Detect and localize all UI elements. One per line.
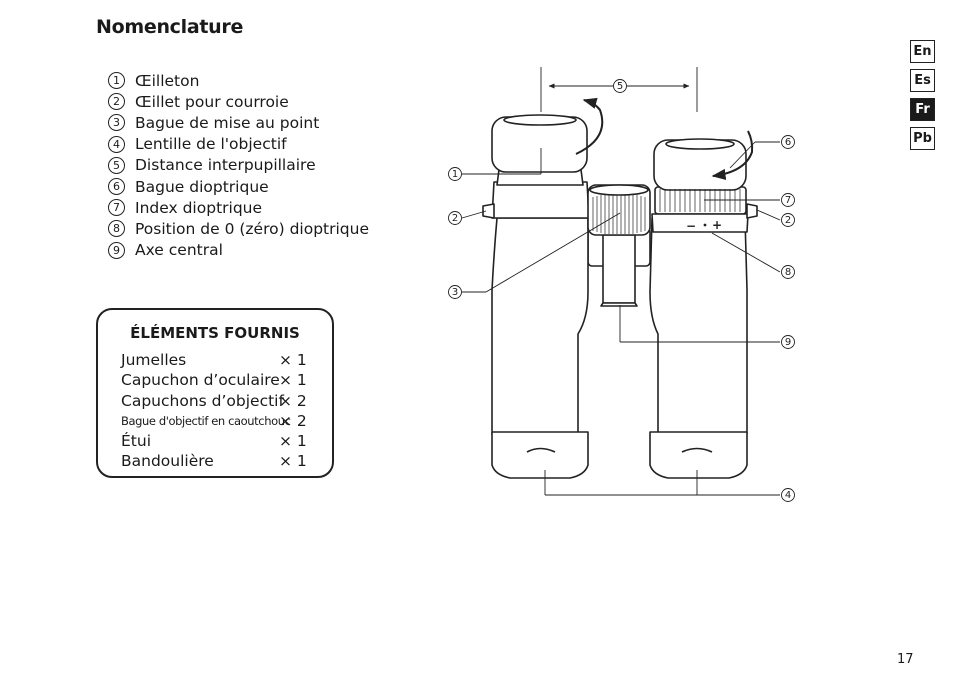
part-item-eyecup: 1 Œilleton bbox=[108, 70, 369, 91]
diopter-collar bbox=[651, 213, 749, 233]
central-hinge bbox=[602, 234, 636, 304]
hinge-lower bbox=[600, 302, 638, 307]
svg-text:1: 1 bbox=[452, 169, 458, 180]
svg-text:5: 5 bbox=[617, 81, 623, 92]
supplied-item: Bandoulière × 1 bbox=[121, 451, 311, 471]
callout-2-left: 2 bbox=[448, 211, 462, 225]
callout-2-right: 2 bbox=[781, 213, 795, 227]
svg-text:9: 9 bbox=[785, 337, 791, 348]
part-label: Distance interpupillaire bbox=[135, 156, 316, 175]
supplied-item-name: Bague d'objectif en caoutchouc bbox=[121, 413, 291, 428]
part-label: Bague de mise au point bbox=[135, 113, 320, 132]
supplied-item-name: Bandoulière bbox=[121, 452, 214, 471]
callout-3: 3 bbox=[448, 285, 462, 299]
diopter-zero-dot bbox=[703, 223, 707, 227]
part-item-diopter-ring: 6 Bague dioptrique bbox=[108, 176, 369, 197]
right-eyecup-lens bbox=[665, 138, 735, 150]
part-item-central-axis: 9 Axe central bbox=[108, 240, 369, 261]
page-title: Nomenclature bbox=[96, 16, 244, 38]
part-label: Œilleton bbox=[135, 71, 200, 90]
part-number: 3 bbox=[108, 114, 125, 132]
part-number: 2 bbox=[108, 93, 125, 111]
callout-9: 9 bbox=[781, 335, 795, 349]
part-label: Position de 0 (zéro) dioptrique bbox=[135, 219, 369, 238]
svg-text:7: 7 bbox=[785, 195, 791, 206]
part-number: 7 bbox=[108, 199, 125, 217]
supplied-item-qty: × 2 bbox=[279, 411, 307, 430]
svg-text:2: 2 bbox=[452, 213, 458, 224]
svg-text:6: 6 bbox=[785, 137, 791, 148]
part-number: 1 bbox=[108, 72, 125, 90]
part-label: Œillet pour courroie bbox=[135, 92, 289, 111]
svg-text:8: 8 bbox=[785, 267, 791, 278]
diopter-ring bbox=[654, 186, 747, 215]
part-label: Axe central bbox=[135, 241, 223, 260]
part-item-diopter-index: 7 Index dioptrique bbox=[108, 197, 369, 218]
supplied-item-qty: × 1 bbox=[279, 432, 307, 451]
part-label: Lentille de l'objectif bbox=[135, 135, 287, 154]
callout-5: 5 bbox=[613, 79, 627, 93]
left-eyecup-lens bbox=[503, 114, 577, 126]
right-strap-eyelet bbox=[746, 203, 758, 219]
language-tab-fr[interactable]: Fr bbox=[910, 98, 935, 121]
part-number: 4 bbox=[108, 135, 125, 153]
part-number: 6 bbox=[108, 178, 125, 196]
language-tab-en[interactable]: En bbox=[910, 40, 935, 63]
supplied-item: Capuchons d’objectif× 2 bbox=[121, 391, 311, 411]
part-number: 5 bbox=[108, 156, 125, 174]
supplied-items-box: ÉLÉMENTS FOURNIS Jumelles × 1 Capuchon d’… bbox=[96, 308, 334, 478]
page-number: 17 bbox=[897, 652, 914, 667]
callout-8: 8 bbox=[781, 265, 795, 279]
part-item-focus-ring: 3 Bague de mise au point bbox=[108, 112, 369, 133]
part-item-interpupillary: 5 Distance interpupillaire bbox=[108, 155, 369, 176]
callout-1: 1 bbox=[448, 167, 462, 181]
supplied-item: Bague d'objectif en caoutchouc× 2 bbox=[121, 411, 311, 431]
supplied-item-qty: × 2 bbox=[279, 391, 307, 410]
left-barrel bbox=[491, 217, 589, 453]
language-tab-es[interactable]: Es bbox=[910, 69, 935, 92]
supplied-item-qty: × 1 bbox=[279, 452, 307, 471]
part-item-strap-eyelet: 2 Œillet pour courroie bbox=[108, 91, 369, 112]
supplied-item-name: Capuchons d’objectif bbox=[121, 391, 284, 410]
supplied-item-name: Jumelles bbox=[121, 351, 187, 369]
part-number: 8 bbox=[108, 220, 125, 238]
part-item-objective-lens: 4 Lentille de l'objectif bbox=[108, 134, 369, 155]
svg-text:2: 2 bbox=[785, 215, 791, 226]
supplied-items-list: Jumelles× 1 Capuchon d’oculaire× 1 Capuc… bbox=[121, 350, 311, 472]
supplied-item-name: Étui bbox=[121, 432, 152, 451]
language-tabs: En Es Fr Pb bbox=[910, 40, 935, 156]
right-barrel bbox=[649, 217, 748, 453]
part-label: Index dioptrique bbox=[135, 198, 263, 217]
right-objective bbox=[649, 431, 748, 479]
left-eyecup-base bbox=[491, 181, 590, 219]
right-objective-arc bbox=[681, 447, 713, 453]
callout-7: 7 bbox=[781, 193, 795, 207]
supplied-item: Capuchon d’oculaire× 1 bbox=[121, 370, 311, 390]
svg-text:4: 4 bbox=[785, 490, 791, 501]
focus-ring-top bbox=[589, 184, 649, 196]
supplied-items-title: ÉLÉMENTS FOURNIS bbox=[130, 324, 300, 342]
language-tab-pb[interactable]: Pb bbox=[910, 127, 935, 150]
eyecup-rotation-arrow bbox=[575, 97, 604, 155]
left-strap-eyelet bbox=[482, 203, 495, 219]
part-item-zero-diopter: 8 Position de 0 (zéro) dioptrique bbox=[108, 218, 369, 239]
callout-6: 6 bbox=[781, 135, 795, 149]
diopter-rotation-arrow bbox=[711, 130, 754, 180]
supplied-item: Étui × 1 bbox=[121, 431, 311, 451]
supplied-item-name: Capuchon d’oculaire bbox=[121, 371, 280, 390]
left-objective-arc bbox=[526, 447, 556, 453]
part-number: 9 bbox=[108, 241, 125, 259]
svg-text:3: 3 bbox=[452, 287, 458, 298]
diopter-minus-mark: − bbox=[686, 219, 696, 233]
part-label: Bague dioptrique bbox=[135, 177, 269, 196]
diopter-plus-mark: + bbox=[712, 218, 722, 232]
supplied-item: Jumelles × 1 bbox=[121, 350, 311, 370]
callout-4: 4 bbox=[781, 488, 795, 502]
supplied-item-qty: × 1 bbox=[279, 371, 307, 390]
supplied-item-qty: × 1 bbox=[279, 351, 307, 369]
left-objective bbox=[491, 431, 589, 479]
